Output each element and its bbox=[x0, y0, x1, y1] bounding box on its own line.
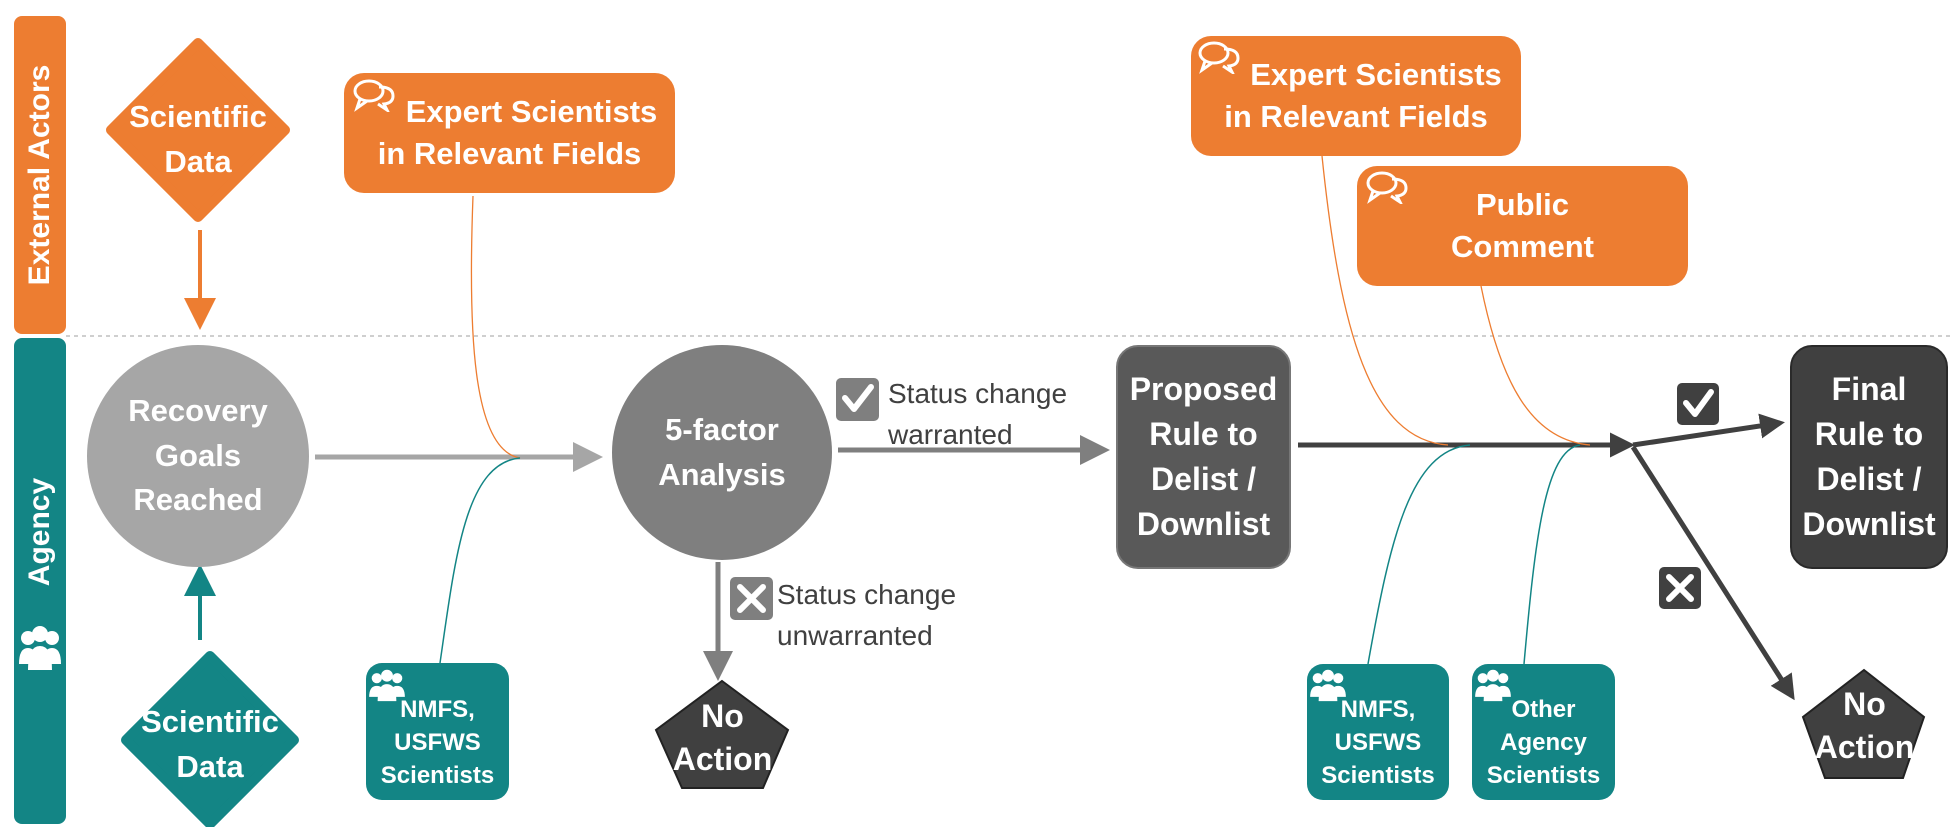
check-icon bbox=[836, 378, 879, 421]
people-icon bbox=[1310, 669, 1346, 702]
agency-lane: Agency bbox=[14, 338, 66, 824]
expert-scientists-box-2: Expert Scientists in Relevant Fields bbox=[1191, 36, 1521, 156]
expert-influence-line-2 bbox=[1321, 155, 1449, 446]
agency-data-diamond bbox=[121, 651, 299, 827]
public-influence-line bbox=[1480, 285, 1591, 446]
no-action-node-2: No Action bbox=[1814, 685, 1915, 765]
no-action-pentagon-2 bbox=[1801, 668, 1926, 779]
external-data-diamond bbox=[106, 38, 290, 222]
people-icon bbox=[369, 669, 405, 702]
x-icon bbox=[1659, 567, 1701, 609]
other-agency-scientists-box: Other Agency Scientists bbox=[1472, 664, 1615, 800]
check-icon bbox=[1677, 383, 1719, 425]
status-warranted-note: Status change warranted bbox=[888, 378, 1068, 450]
external-actors-lane: External Actors bbox=[14, 16, 66, 334]
agency-label: Agency bbox=[23, 478, 56, 587]
no-action-node-1: No Action bbox=[672, 697, 773, 777]
external-scientific-data: Scientific Data bbox=[129, 99, 267, 179]
final-rule-node: Final Rule to Delist / Downlist bbox=[1790, 345, 1948, 569]
expert-scientists-box-1: Expert Scientists in Relevant Fields bbox=[344, 73, 675, 193]
no-action-pentagon-1 bbox=[654, 679, 790, 789]
other-agency-influence-line bbox=[1523, 444, 1581, 665]
recovery-goals-node: Recovery Goals Reached bbox=[87, 345, 309, 567]
external-actors-label: External Actors bbox=[23, 64, 56, 286]
people-icon bbox=[19, 626, 61, 670]
status-unwarranted-note: Status change unwarranted bbox=[777, 579, 957, 651]
branch-to-noaction-arrow bbox=[1630, 445, 1795, 701]
proposed-rule-node: Proposed Rule to Delist / Downlist bbox=[1116, 345, 1291, 569]
five-factor-analysis-node: 5-factor Analysis bbox=[612, 345, 832, 560]
expert-influence-line-1 bbox=[470, 195, 521, 459]
scientists-influence-line-1 bbox=[439, 457, 521, 664]
public-comment-box: Public Comment bbox=[1357, 166, 1688, 286]
branch-to-final-arrow bbox=[1632, 413, 1785, 448]
speech-bubbles-icon bbox=[353, 79, 395, 112]
speech-bubbles-icon bbox=[1366, 171, 1408, 204]
x-icon bbox=[730, 577, 773, 620]
people-icon bbox=[1475, 669, 1511, 702]
scientists-influence-line-2 bbox=[1367, 444, 1471, 665]
speech-bubbles-icon bbox=[1198, 41, 1240, 74]
nmfs-usfws-scientists-box-2: NMFS, USFWS Scientists bbox=[1307, 664, 1449, 800]
agency-scientific-data: Scientific Data bbox=[141, 704, 279, 784]
